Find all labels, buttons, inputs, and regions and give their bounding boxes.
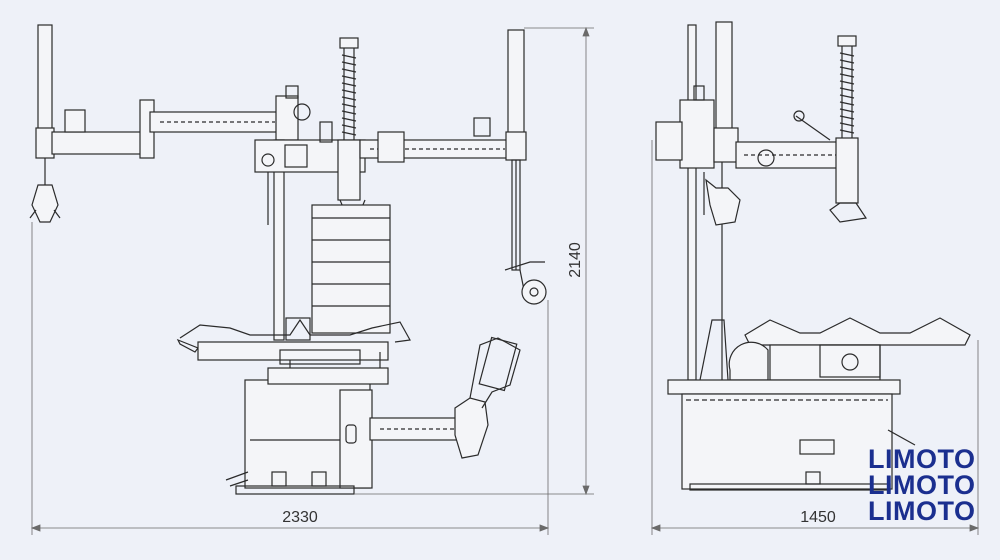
watermark-line: LIMOTO [868,444,976,474]
front-view [29,24,547,495]
watermark-line: LIMOTO [868,470,976,500]
dimension-lines [30,26,980,535]
dimension-height-label: 2140 [567,242,584,278]
watermark: LIMOTO LIMOTO LIMOTO [868,444,976,526]
side-view [655,21,971,491]
dimension-width-label: 2330 [282,509,318,526]
watermark-line: LIMOTO [868,496,976,526]
dimension-side-width-label: 1450 [800,509,836,526]
